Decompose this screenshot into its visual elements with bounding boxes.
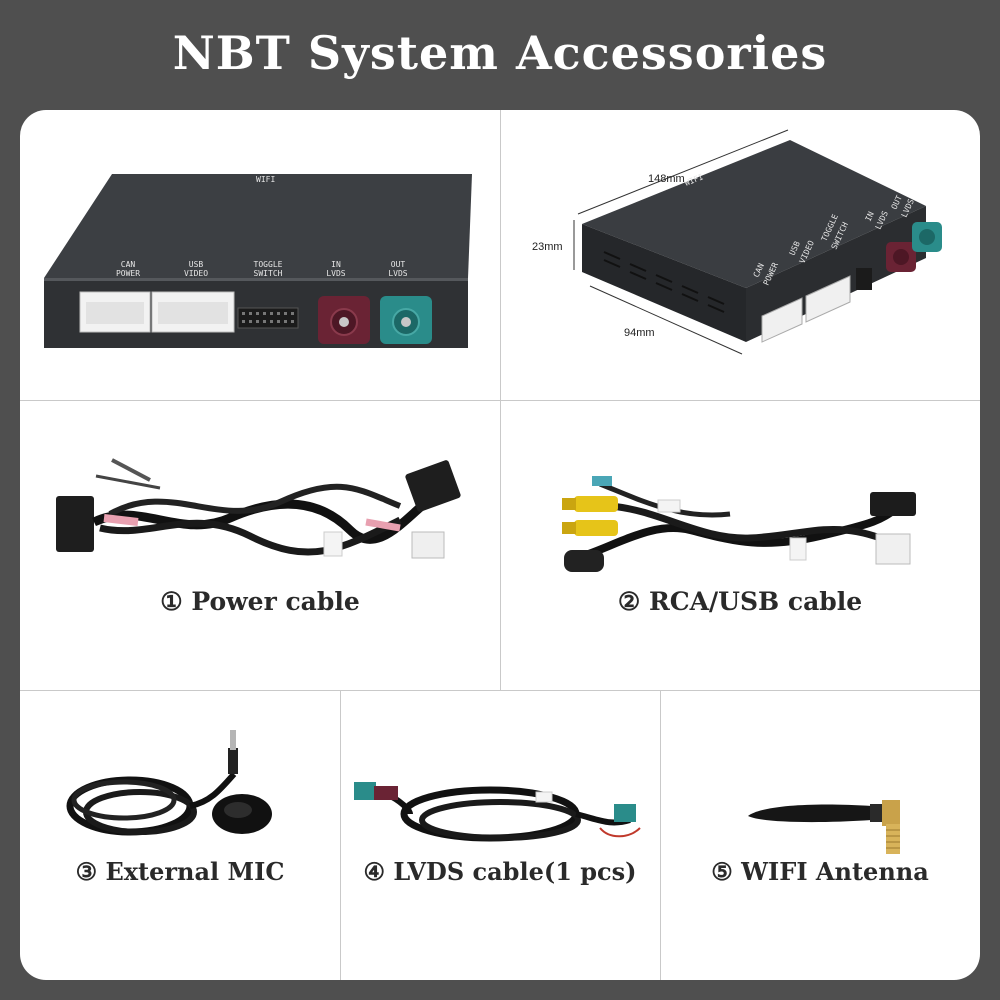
port-label-out: OUT [391,260,406,269]
wifi-label: WIFI [256,175,275,184]
power-cable-icon [56,458,461,559]
item-label: Power cable [191,587,360,616]
dimension-width: 94mm [624,327,655,339]
item-caption: ① Power cable [20,587,500,616]
item-label: RCA/USB cable [648,587,863,616]
item-label: LVDS cable(1 pcs) [393,857,637,886]
port-label-in-lvds: LVDS [326,269,345,278]
grid-divider [20,690,980,691]
rca-usb-cable-icon [562,476,916,572]
accessories-panel: WIFI CAN POWER USB VIDEO TOGGLE SWITCH I… [20,110,980,980]
item-caption: ③ External MIC [20,857,340,886]
device-front-image: WIFI CAN POWER USB VIDEO TOGGLE SWITCH I… [44,174,472,348]
lvds-cable-icon [354,782,641,842]
item-number: ④ [363,857,385,886]
item-number: ⑤ [711,857,733,886]
side-port-label-in: IN [864,210,876,223]
port-label-out-lvds: LVDS [388,269,407,278]
port-label-in: IN [331,260,341,269]
port-label-usb: USB [189,260,204,269]
port-label-can: CAN [121,260,136,269]
item-label: WIFI Antenna [741,857,929,886]
item-caption: ④ LVDS cable(1 pcs) [340,857,660,886]
item-caption: ② RCA/USB cable [500,587,980,616]
port-label-power: POWER [116,269,140,278]
item-external-mic: ③ External MIC [20,690,340,980]
item-caption: ⑤ WIFI Antenna [660,857,980,886]
grid-divider [660,690,661,980]
page-title: NBT System Accessories [172,26,828,80]
port-label-toggle: TOGGLE [254,260,283,269]
item-number: ③ [75,857,98,886]
device-front-cell: WIFI CAN POWER USB VIDEO TOGGLE SWITCH I… [20,110,500,400]
microphone-icon [66,730,272,836]
dimension-length: 148mm [648,173,685,185]
port-label-video: VIDEO [184,269,208,278]
item-number: ② [617,587,641,616]
grid-divider [20,400,980,401]
item-label: External MIC [105,857,285,886]
port-label-switch: SWITCH [254,269,283,278]
item-lvds-cable: ④ LVDS cable(1 pcs) [340,690,660,980]
item-power-cable: ① Power cable [20,400,500,690]
item-rca-usb-cable: ② RCA/USB cable [500,400,980,690]
antenna-icon [748,800,900,854]
item-wifi-antenna: ⑤ WIFI Antenna [660,690,980,980]
dimension-height: 23mm [532,241,563,253]
device-dimensions-cell: WIFI CAN POWER USB VIDEO TOGGLE SWITCH I… [500,110,980,400]
device-dimensions-image: WIFI CAN POWER USB VIDEO TOGGLE SWITCH I… [532,129,942,355]
item-number: ① [160,587,183,616]
grid-divider [340,690,341,980]
